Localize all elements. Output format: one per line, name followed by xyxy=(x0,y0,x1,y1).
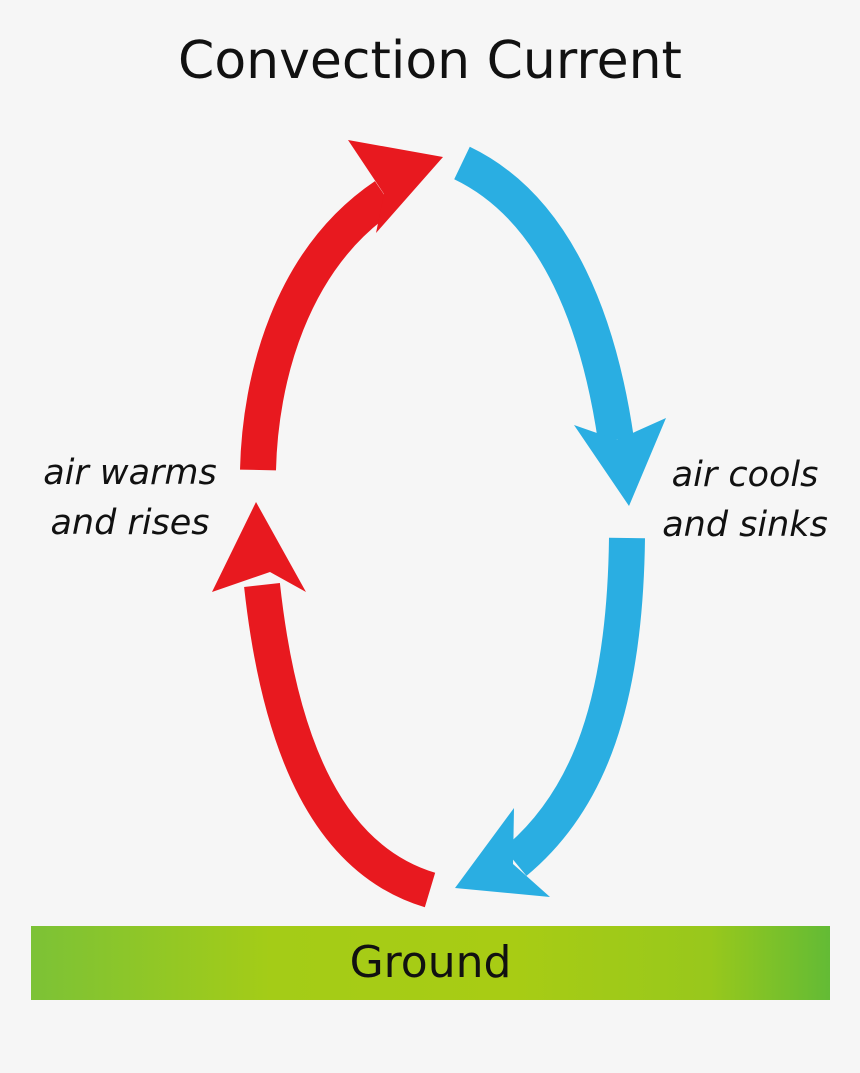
warm-label: air warms and rises xyxy=(20,448,240,548)
cool-label-line1: air cools xyxy=(671,455,819,495)
ground-bar: Ground xyxy=(31,926,830,1000)
diagram-title: Convection Current xyxy=(178,31,682,91)
warm-label-line1: air warms xyxy=(43,453,217,493)
warm-arrow-upper-head xyxy=(348,140,443,233)
warm-arrow-lower-head xyxy=(212,502,306,592)
cool-arrow-upper-shaft xyxy=(453,146,634,443)
warm-arrow-upper-shaft xyxy=(240,181,396,471)
cool-arrow-upper-head xyxy=(574,418,666,506)
cool-label-line2: and sinks xyxy=(662,505,828,545)
ground-label: Ground xyxy=(349,937,512,988)
warm-arrow-lower-shaft xyxy=(244,583,436,908)
cool-arrow-lower-shaft xyxy=(503,537,645,876)
cool-arrow-lower-head xyxy=(455,808,550,897)
cool-label: air cools and sinks xyxy=(640,450,850,550)
warm-label-line2: and rises xyxy=(50,503,210,543)
